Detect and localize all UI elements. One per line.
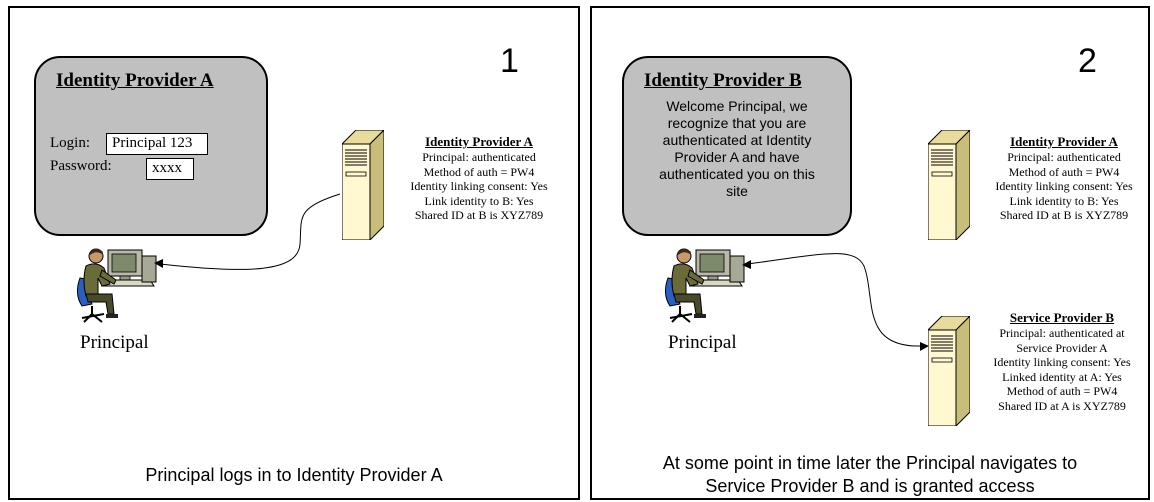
message-line: authenticated at Identity	[662, 132, 812, 148]
step-number: 2	[1078, 42, 1097, 80]
message-line: Provider A and have	[674, 149, 800, 165]
server-info-line: Principal: authenticated	[422, 150, 536, 164]
password-label: Password:	[50, 158, 112, 174]
server-title: Identity Provider A	[425, 134, 533, 149]
step-1-panel: 1 Identity Provider A Login: Principal 1…	[8, 6, 580, 500]
message-line: Welcome Principal, we	[666, 98, 808, 114]
server-info-line: Method of auth = PW4	[423, 164, 535, 179]
server-title: Service Provider B	[1009, 310, 1115, 325]
server-title: Identity Provider A	[1010, 134, 1118, 149]
message-line: site	[726, 183, 748, 199]
password-field[interactable]: xxxx	[146, 158, 194, 180]
server-info-line: Method of auth = PW4	[1008, 164, 1120, 179]
server-info-line: Linked identity at A: Yes	[1002, 369, 1122, 384]
login-label: Login:	[50, 135, 90, 151]
screen-title: Identity Provider B	[644, 70, 802, 91]
idp-a-login-screen: Identity Provider A Login: Principal 123…	[34, 56, 268, 236]
server-info-line: Identity linking consent: Yes	[993, 355, 1131, 369]
sp-b-server-info: Service Provider B Principal: authentica…	[978, 310, 1146, 413]
idp-a-server-info: Identity Provider A Principal: authentic…	[394, 134, 564, 223]
login-field[interactable]: Principal 123	[106, 133, 208, 155]
server-info-line: Principal: authenticated	[1007, 150, 1121, 164]
server-info-line: Method of auth = PW4	[1006, 384, 1118, 398]
server-info-line: Identity linking consent: Yes	[410, 179, 548, 193]
server-info-line: Service Provider A	[1016, 340, 1108, 355]
server-info-line: Shared ID at B is XYZ789	[999, 208, 1129, 222]
user-label: Principal	[668, 332, 737, 353]
user-label: Principal	[80, 332, 149, 353]
message-line: recognize that you are	[667, 115, 807, 131]
screen-title: Identity Provider A	[56, 70, 214, 91]
connection-arrow	[154, 193, 341, 270]
server-info-line: Shared ID at A is XYZ789	[998, 398, 1126, 413]
server-info-line: Shared ID at B is XYZ789	[414, 208, 544, 222]
server-info-line: Link identity to B: Yes	[424, 193, 534, 208]
server-info-line: Identity linking consent: Yes	[995, 179, 1133, 193]
connection-arrow	[742, 253, 929, 351]
idp-a-server-info: Identity Provider A Principal: authentic…	[980, 134, 1148, 223]
caption-line: Service Provider B and is granted access	[705, 476, 1035, 496]
panel-caption: At some point in time later the Principa…	[592, 452, 1148, 498]
panel-caption: Principal logs in to Identity Provider A	[145, 465, 443, 485]
step-number: 1	[500, 42, 519, 80]
server-info-line: Principal: authenticated at	[999, 326, 1125, 340]
step-2-panel: 2 Identity Provider B Welcome Principal,…	[590, 6, 1150, 500]
message-line: authenticated you on this	[659, 166, 815, 182]
idp-b-screen: Identity Provider B Welcome Principal, w…	[622, 56, 852, 236]
welcome-message: Welcome Principal, we recognize that you…	[628, 98, 846, 200]
caption-line: At some point in time later the Principa…	[662, 453, 1078, 473]
server-info-line: Link identity to B: Yes	[1009, 193, 1119, 208]
